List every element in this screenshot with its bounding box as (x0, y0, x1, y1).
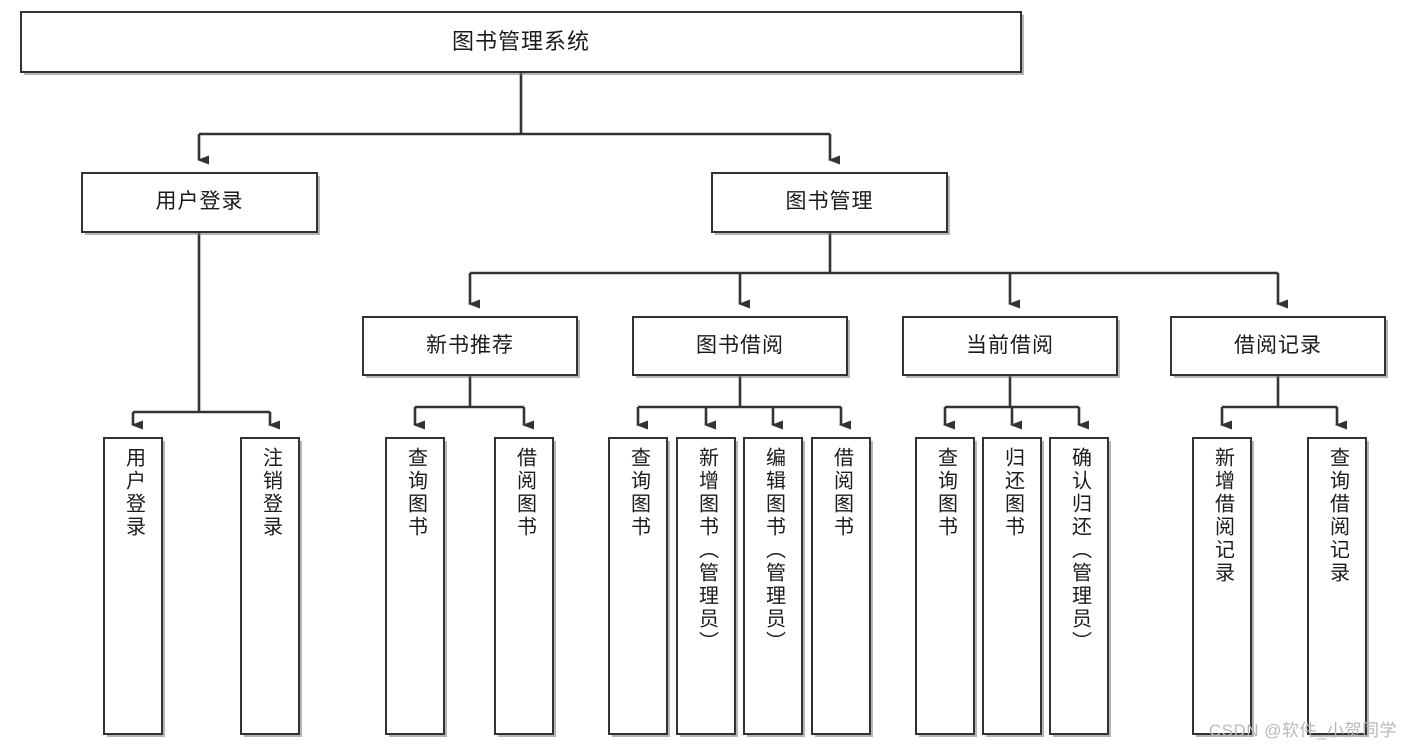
node-label: 当前借阅 (966, 333, 1054, 357)
node-label: 新书推荐 (426, 333, 514, 357)
node-label: 查询图书 (934, 447, 957, 539)
node-label: 注销登录 (259, 447, 282, 539)
leaf-edit-book-admin[interactable]: 编辑图书（管理员） (743, 437, 803, 735)
node-label: 查询借阅记录 (1326, 447, 1349, 585)
node-new-book-recommend[interactable]: 新书推荐 (362, 316, 578, 376)
leaf-borrow-book-recommend[interactable]: 借阅图书 (494, 437, 554, 735)
leaf-query-book-current[interactable]: 查询图书 (915, 437, 975, 735)
node-book-management[interactable]: 图书管理 (711, 172, 948, 233)
leaf-query-book-borrow[interactable]: 查询图书 (608, 437, 668, 735)
node-label: 用户登录 (122, 447, 145, 539)
node-label: 图书借阅 (696, 333, 784, 357)
node-label: 查询图书 (404, 447, 427, 539)
node-label: 图书管理系统 (451, 29, 590, 55)
leaf-add-borrow-record[interactable]: 新增借阅记录 (1192, 437, 1252, 735)
leaf-logout-login[interactable]: 注销登录 (240, 437, 300, 735)
node-user-login[interactable]: 用户登录 (81, 172, 318, 233)
node-label: 确认归还（管理员） (1068, 447, 1091, 654)
node-root-book-management-system[interactable]: 图书管理系统 (20, 11, 1022, 73)
leaf-user-login[interactable]: 用户登录 (103, 437, 163, 735)
node-book-borrow[interactable]: 图书借阅 (632, 316, 848, 376)
node-borrow-record[interactable]: 借阅记录 (1170, 316, 1386, 376)
leaf-query-borrow-record[interactable]: 查询借阅记录 (1307, 437, 1367, 735)
node-label: 编辑图书（管理员） (762, 447, 785, 654)
node-label: 借阅图书 (830, 447, 853, 539)
node-label: 借阅图书 (513, 447, 536, 539)
node-label: 借阅记录 (1234, 333, 1322, 357)
leaf-add-book-admin[interactable]: 新增图书（管理员） (676, 437, 736, 735)
leaf-confirm-return-admin[interactable]: 确认归还（管理员） (1049, 437, 1109, 735)
node-label: 用户登录 (155, 190, 244, 214)
leaf-borrow-book[interactable]: 借阅图书 (811, 437, 871, 735)
node-label: 新增借阅记录 (1211, 447, 1234, 585)
node-label: 归还图书 (1001, 447, 1024, 539)
node-label: 查询图书 (627, 447, 650, 539)
node-label: 新增图书（管理员） (695, 447, 718, 654)
node-current-borrow[interactable]: 当前借阅 (902, 316, 1118, 376)
leaf-return-book[interactable]: 归还图书 (982, 437, 1042, 735)
leaf-query-book-recommend[interactable]: 查询图书 (385, 437, 445, 735)
watermark-text: CSDN @软件_小贺同学 (1208, 721, 1397, 740)
node-label: 图书管理 (785, 190, 874, 214)
